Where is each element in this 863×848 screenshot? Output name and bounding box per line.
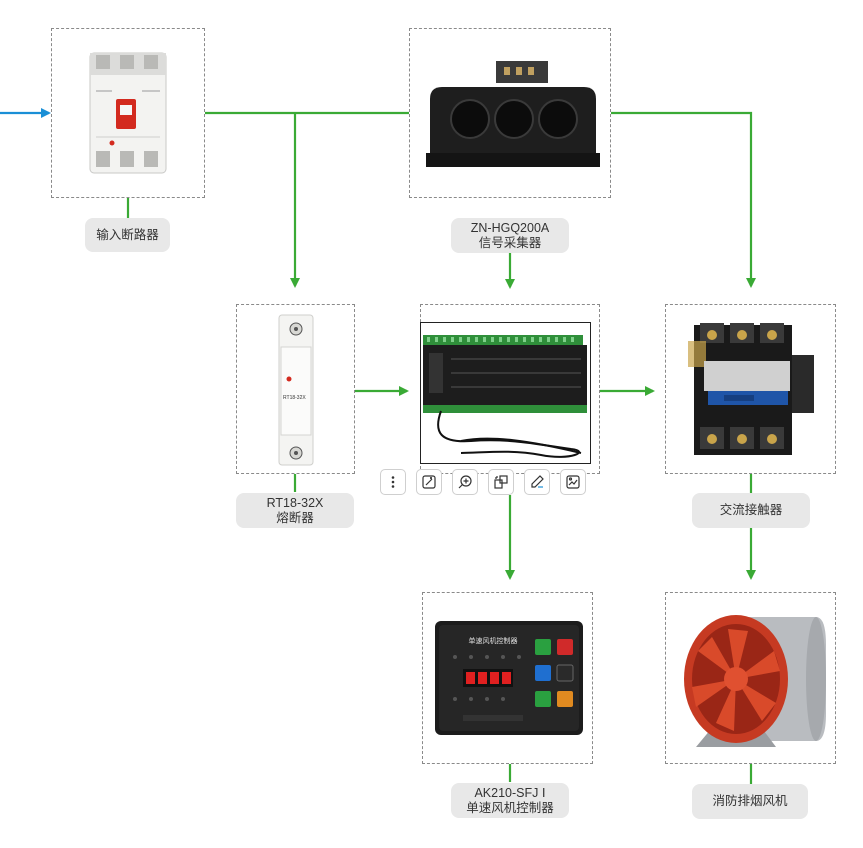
exhaust-fan-image (684, 615, 826, 747)
image-toolbar (380, 469, 586, 495)
signal-collector-image (426, 61, 600, 167)
breaker-node[interactable] (51, 28, 205, 198)
magic-edit-button[interactable] (416, 469, 442, 495)
breaker-label-text: 输入断路器 (96, 227, 159, 242)
contactor-label-text: 交流接触器 (719, 503, 783, 517)
controller-model: AK210-SFJ Ⅰ (474, 785, 546, 800)
fan-label: 消防排烟风机 (692, 784, 808, 819)
draw-button[interactable] (524, 469, 550, 495)
fuse-name: 熔断器 (276, 510, 314, 525)
acquisition-module-image (423, 335, 587, 458)
fuse-holder-image: RT18-32X (278, 314, 314, 466)
contactor-label: 交流接触器 (692, 493, 810, 528)
crop-icon (494, 475, 508, 489)
circuit-breaker-image (89, 52, 167, 174)
fuse-node[interactable]: RT18-32X (236, 304, 355, 474)
fuse-label: RT18-32X 熔断器 (236, 493, 354, 528)
fan-node[interactable] (665, 592, 836, 764)
fuse-model: RT18-32X (266, 495, 324, 510)
controller-node[interactable]: 单速风机控制器 (422, 592, 593, 764)
contactor-node[interactable] (665, 304, 836, 474)
ac-contactor-image (688, 323, 814, 455)
fan-label-text: 消防排烟风机 (712, 794, 788, 808)
collector-name: 信号采集器 (478, 235, 542, 250)
breaker-label: 输入断路器 (85, 218, 170, 252)
controller-label: AK210-SFJ Ⅰ 单速风机控制器 (451, 783, 569, 818)
controller-name: 单速风机控制器 (466, 800, 554, 815)
image-edit-icon (566, 475, 580, 489)
controller-panel-title: 单速风机控制器 (469, 636, 518, 645)
image-edit-button[interactable] (560, 469, 586, 495)
collector-label: ZN-HGQ200A 信号采集器 (451, 218, 569, 253)
more-options-button[interactable] (380, 469, 406, 495)
wire-collector-contactor (611, 111, 756, 288)
collector-model: ZN-HGQ200A (470, 220, 550, 235)
fan-controller-image: 单速风机控制器 (435, 621, 583, 735)
collector-node[interactable] (409, 28, 611, 198)
crop-button[interactable] (488, 469, 514, 495)
zoom-in-button[interactable] (452, 469, 478, 495)
more-icon (391, 476, 395, 488)
module-selection-frame[interactable] (420, 322, 591, 464)
draw-icon (531, 475, 544, 488)
fuse-device-text: RT18-32X (283, 395, 306, 401)
magic-edit-icon (422, 475, 436, 489)
zoom-in-icon (458, 475, 472, 489)
